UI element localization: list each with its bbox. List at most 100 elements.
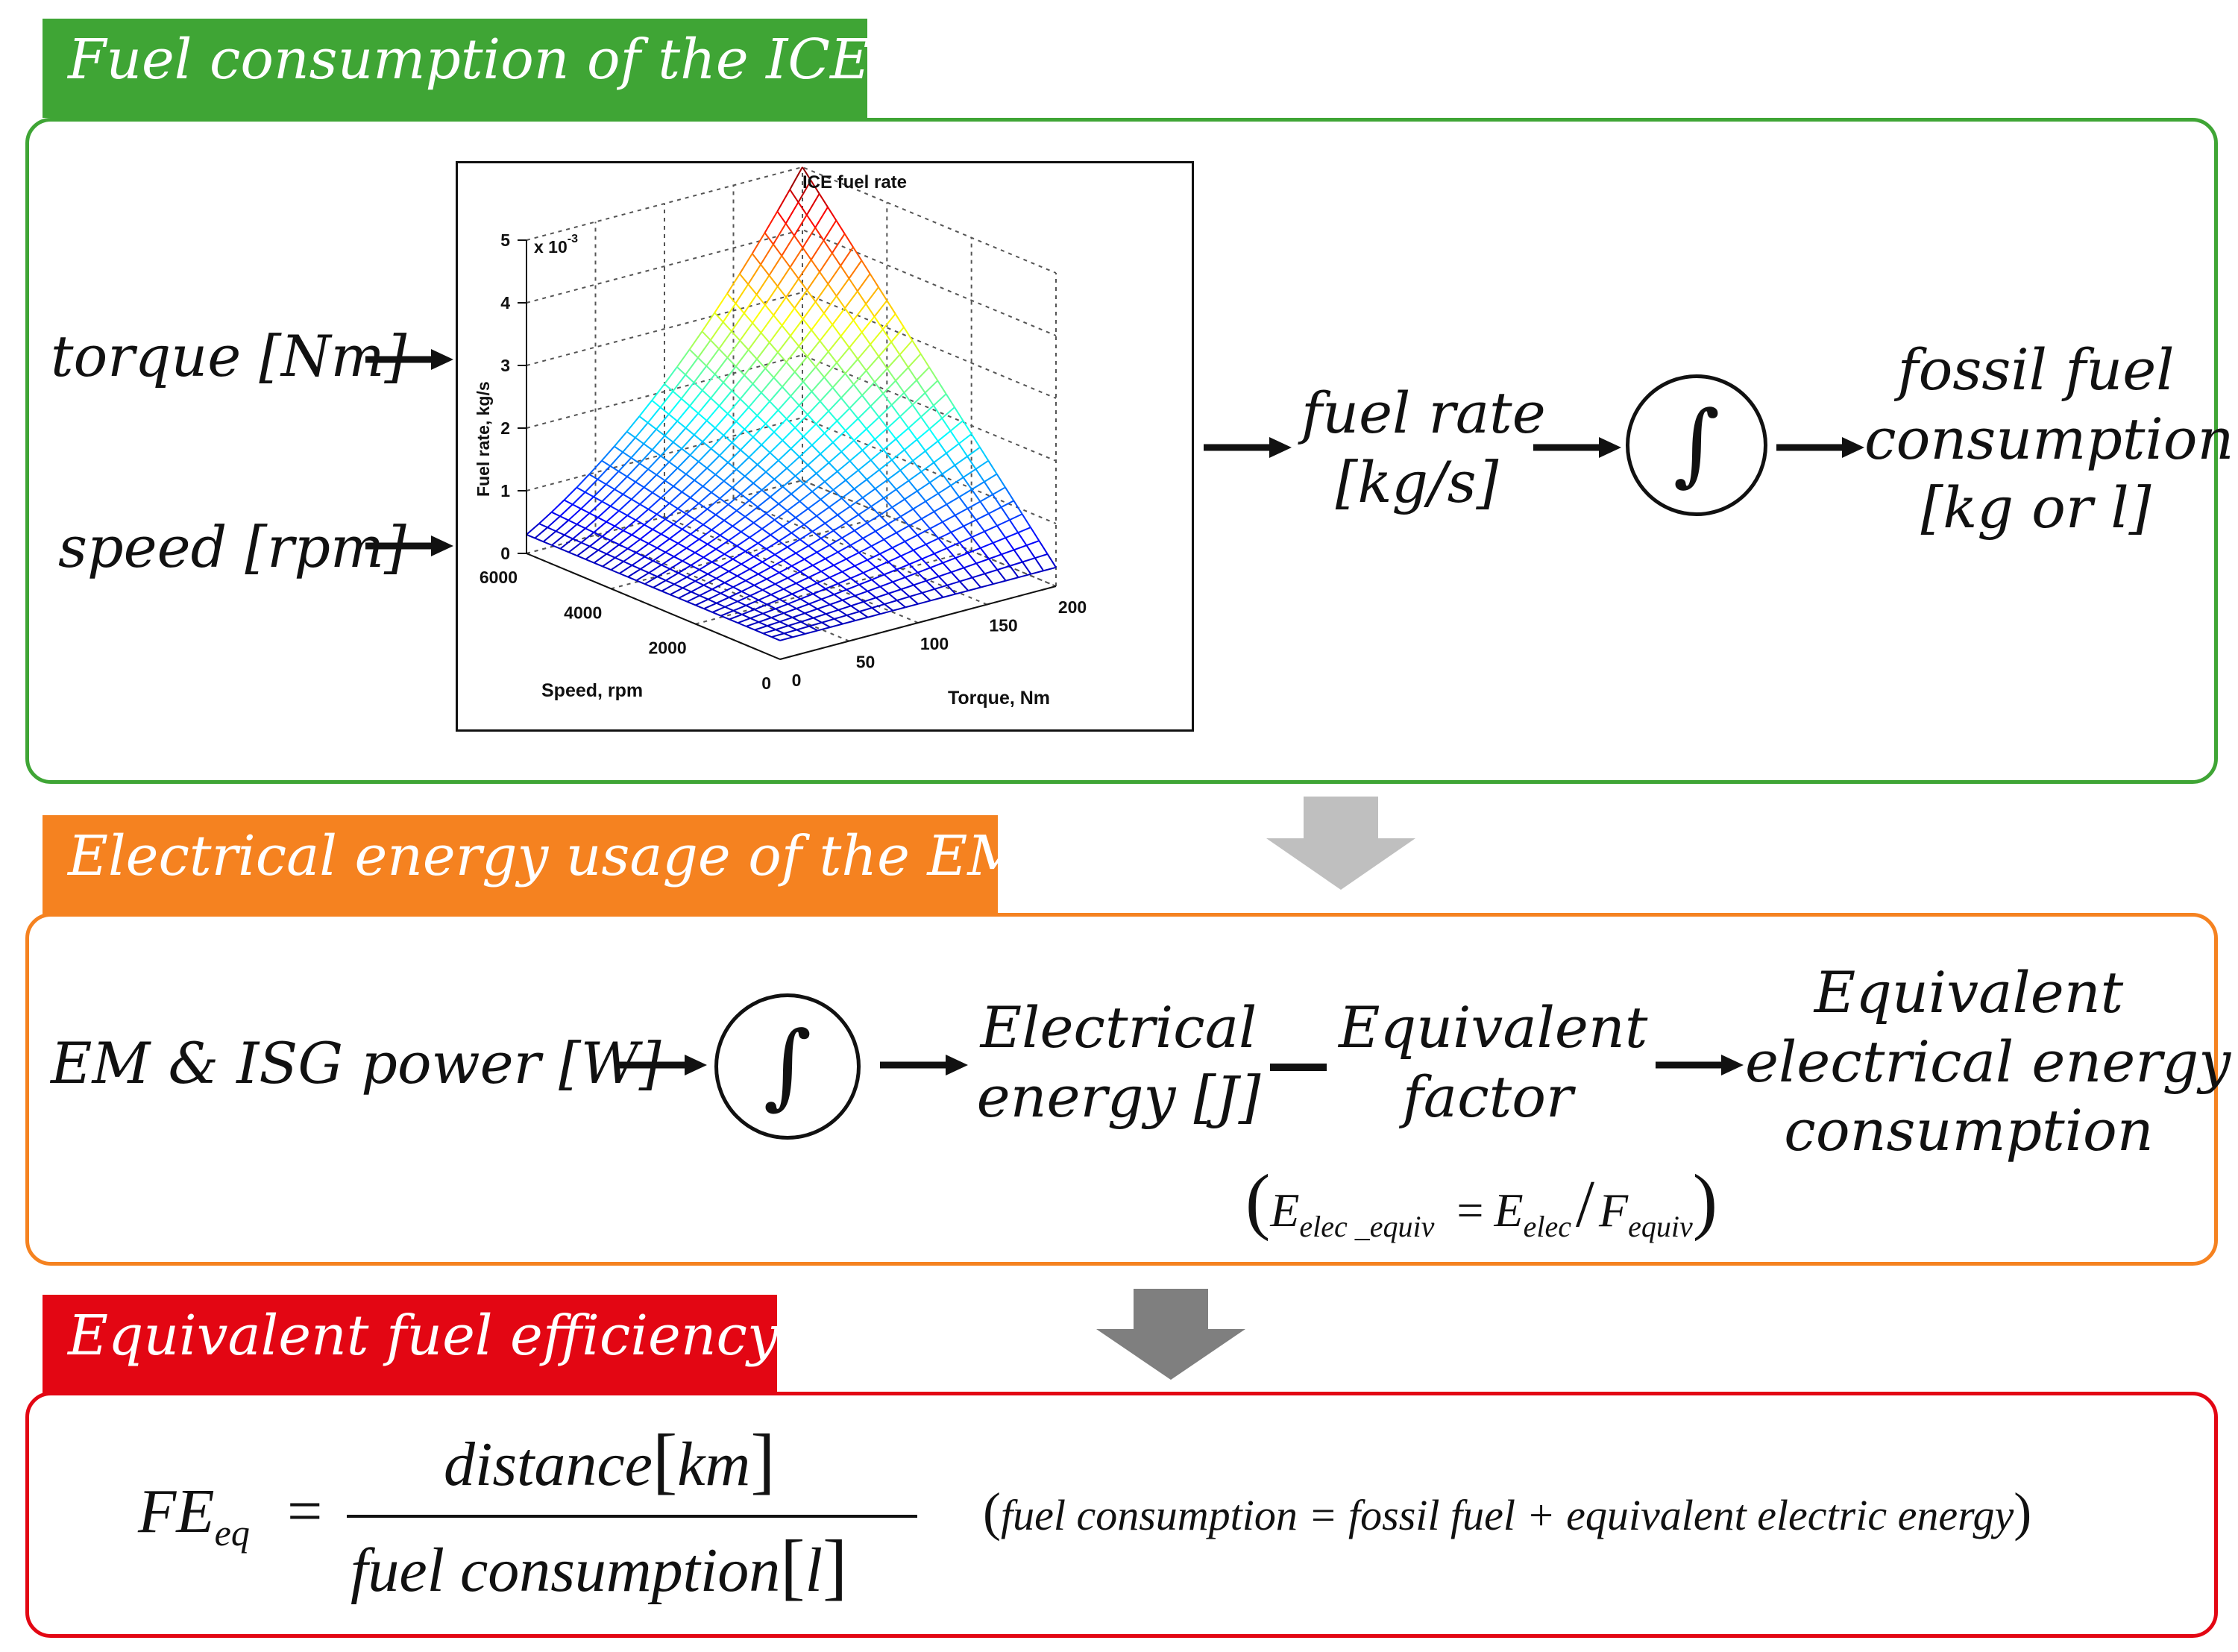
speed-arrow bbox=[365, 536, 453, 556]
plot-surface-mesh-line bbox=[842, 594, 855, 601]
plot-surface-mesh-line bbox=[749, 618, 759, 623]
plot-surface-mesh-line bbox=[778, 540, 788, 548]
plot-surface-mesh-line bbox=[921, 511, 935, 520]
denominator-text: fuel consumption bbox=[351, 1536, 781, 1605]
plot-surface-mesh-line bbox=[1034, 557, 1045, 571]
plot-surface-mesh-line bbox=[715, 571, 729, 580]
plot-surface-mesh-line bbox=[811, 377, 825, 392]
plot-surface-mesh-line bbox=[896, 600, 906, 609]
plot-surface-mesh-line bbox=[825, 558, 834, 566]
plot-surface-mesh-line bbox=[676, 454, 691, 469]
plot-surface-mesh-line bbox=[832, 387, 842, 399]
plot-surface-mesh-line bbox=[765, 471, 775, 480]
formula-equals: = bbox=[1456, 1184, 1484, 1237]
plot-surface-mesh-line bbox=[526, 533, 535, 539]
plot-surface-mesh-line bbox=[601, 500, 612, 507]
plot-surface-mesh-line bbox=[761, 444, 771, 453]
plot-surface-mesh-line bbox=[790, 447, 800, 458]
plot-surface-mesh-line bbox=[781, 255, 791, 268]
plot-surface-mesh-line bbox=[693, 365, 708, 383]
plot-surface-mesh-line bbox=[651, 383, 665, 401]
plot-surface-mesh-line bbox=[870, 506, 881, 516]
plot-surface-mesh-line bbox=[648, 533, 662, 544]
plot-surface-mesh-line bbox=[814, 227, 825, 241]
plot-surface-mesh-line bbox=[1009, 561, 1023, 567]
plot-surface-mesh-line bbox=[703, 584, 713, 590]
plot-surface-mesh-line bbox=[824, 481, 834, 491]
plot-surface-mesh-line bbox=[661, 564, 670, 570]
equivalent-energy-formula: (Eelec _equiv =Eelec/Fequiv) bbox=[1245, 1159, 1718, 1243]
plot-surface-mesh-line bbox=[1009, 565, 1019, 578]
plot-surface-mesh-line bbox=[701, 330, 711, 341]
plot-surface-mesh-line bbox=[871, 574, 885, 581]
plot-surface-mesh-line bbox=[807, 401, 821, 415]
fuel-integrator: ∫ bbox=[1626, 374, 1767, 516]
plot-surface-mesh-line bbox=[819, 340, 829, 353]
plot-surface-mesh-line bbox=[576, 545, 591, 556]
plot-surface-mesh-line bbox=[1046, 553, 1057, 568]
plot-surface-mesh-line bbox=[834, 618, 843, 625]
plot-surface-mesh-line bbox=[723, 434, 733, 444]
plot-surface-mesh-line bbox=[871, 607, 881, 615]
plot-speed-tick-label: 6000 bbox=[480, 568, 518, 587]
plot-surface-mesh-line bbox=[784, 629, 797, 635]
ice-fuel-rate-plot: ICE fuel rate x 10-3 Fuel rate, kg/s Spe… bbox=[456, 161, 1194, 732]
plot-surface-mesh-line bbox=[791, 565, 801, 573]
fuel-rate-label: fuel rate [kg/s] bbox=[1301, 379, 1546, 517]
plot-surface-mesh-line bbox=[954, 465, 964, 478]
plot-surface-mesh-line bbox=[741, 556, 755, 565]
plot-surface-mesh-line bbox=[720, 558, 734, 568]
plot-surface-mesh-line bbox=[789, 247, 804, 268]
plot-surface-mesh-line bbox=[631, 524, 645, 536]
plot-surface-mesh-line bbox=[882, 438, 897, 450]
plot-surface-mesh-line bbox=[678, 572, 688, 578]
plot-surface-mesh-line bbox=[933, 511, 943, 523]
plot-surface-mesh-line bbox=[903, 379, 917, 394]
plot-surface-mesh-line bbox=[686, 568, 700, 578]
equivalent-factor-line2: factor bbox=[1402, 1063, 1574, 1130]
plot-surface-mesh-line bbox=[984, 573, 994, 585]
plot-surface-mesh-line bbox=[887, 469, 901, 480]
plot-surface-mesh-line bbox=[857, 344, 871, 360]
plot-surface-mesh-line bbox=[576, 555, 586, 560]
plot-grid-line bbox=[526, 480, 803, 554]
plot-surface-mesh-line bbox=[887, 523, 897, 533]
plot-surface-mesh-line bbox=[1001, 553, 1011, 567]
plot-surface-mesh-line bbox=[878, 356, 888, 369]
plot-surface-mesh-line bbox=[802, 366, 817, 383]
plot-surface-mesh-line bbox=[803, 515, 817, 526]
plot-surface-mesh-line bbox=[660, 486, 674, 499]
plot-surface-mesh-line bbox=[891, 506, 902, 518]
plot-surface-mesh-line bbox=[630, 443, 644, 459]
plot-surface-mesh-line bbox=[829, 577, 839, 585]
plot-surface-mesh-line bbox=[669, 568, 679, 574]
plot-surface-mesh-line bbox=[699, 561, 713, 571]
plot-surface-mesh-line bbox=[682, 528, 691, 536]
plot-surface-mesh-line bbox=[804, 588, 814, 595]
plot-surface-mesh-line bbox=[748, 406, 758, 416]
plot-surface-mesh-line bbox=[668, 461, 679, 469]
plot-surface-mesh-line bbox=[938, 571, 952, 577]
plot-surface-mesh-line bbox=[946, 443, 960, 454]
plot-surface-mesh-line bbox=[677, 497, 691, 509]
plot-surface-mesh-line bbox=[673, 576, 688, 585]
plot-surface-mesh-line bbox=[789, 166, 803, 190]
plot-surface-mesh-line bbox=[732, 580, 746, 588]
plot-surface-mesh-line bbox=[816, 551, 826, 560]
plot-surface-mesh-line bbox=[782, 517, 796, 527]
plot-surface-mesh-line bbox=[775, 603, 788, 610]
plot-surface-mesh-line bbox=[551, 544, 561, 550]
plot-surface-mesh-line bbox=[627, 576, 637, 582]
fuel-efficiency-title-tab: Equivalent fuel efficiency bbox=[43, 1295, 779, 1393]
plot-surface-mesh-line bbox=[937, 493, 948, 505]
plot-surface-mesh-line bbox=[752, 483, 763, 491]
plot-surface-mesh-line bbox=[699, 588, 713, 597]
plot-surface-mesh-line bbox=[908, 353, 922, 368]
plot-surface-mesh-line bbox=[783, 588, 793, 595]
plot-surface-mesh-line bbox=[764, 423, 775, 433]
plot-z-tick-label: 2 bbox=[500, 418, 510, 438]
plot-surface-mesh-line bbox=[711, 612, 722, 617]
plot-surface-mesh-line bbox=[682, 580, 696, 589]
plot-surface-mesh-line bbox=[966, 446, 981, 457]
plot-surface-mesh-line bbox=[887, 479, 897, 490]
